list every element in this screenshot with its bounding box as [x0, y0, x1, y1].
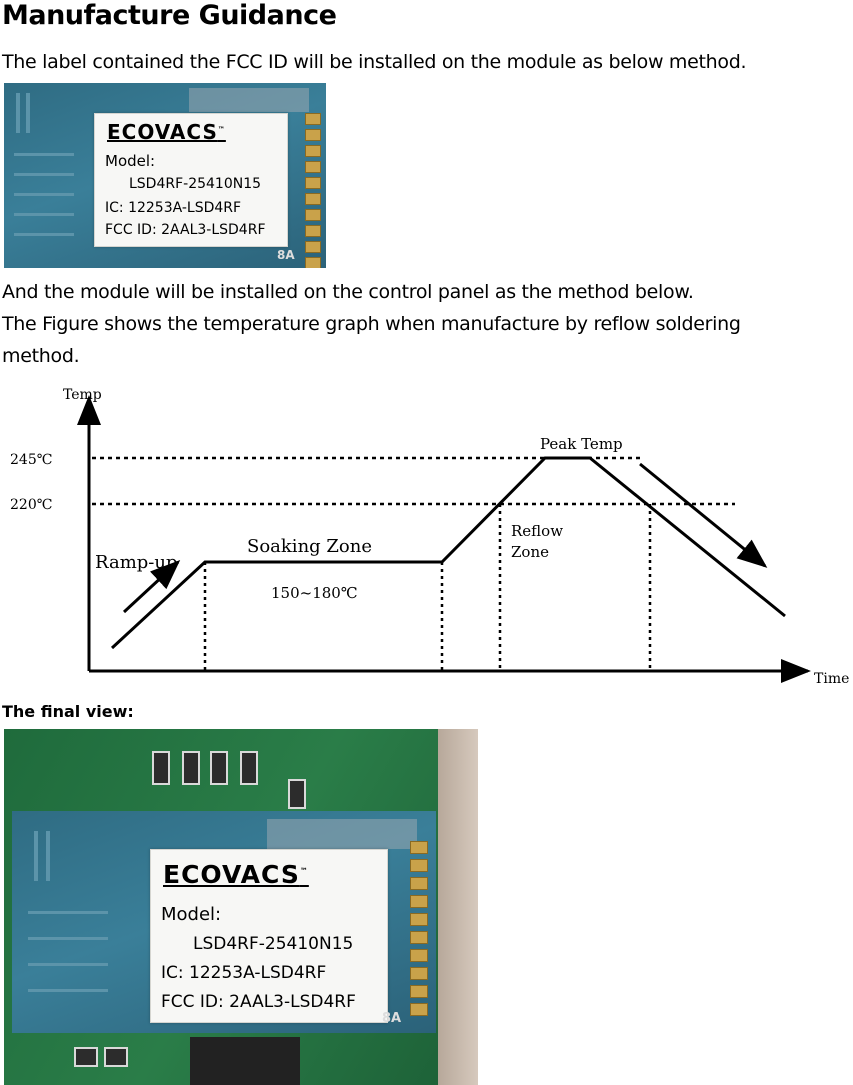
- x-axis-label: Time: [814, 671, 849, 687]
- arrow-down-right-icon: [639, 462, 768, 568]
- arrow-up-right-icon: [122, 559, 181, 614]
- tick-label-220: 220℃: [10, 497, 52, 513]
- zone-label: Zone: [511, 543, 549, 561]
- final-view-photo: ECOVACS™ Model: LSD4RF-25410N15 IC: 1225…: [4, 729, 478, 1085]
- reflow-label: Reflow: [511, 522, 563, 540]
- y-axis-label: Temp: [63, 387, 102, 403]
- final-model-number: LSD4RF-25410N15: [193, 934, 354, 954]
- soaking-zone-label: Soaking Zone: [247, 536, 372, 557]
- final-model-label: Model:: [161, 904, 222, 925]
- soak-range-label: 150~180℃: [271, 584, 358, 602]
- final-board-mark: 8A: [382, 1011, 402, 1026]
- ic-number: IC: 12253A-LSD4RF: [105, 200, 242, 216]
- ramp-up-label: Ramp-up: [95, 552, 178, 573]
- final-brand-logo: ECOVACS: [163, 860, 300, 889]
- fcc-label: ECOVACS™ Model: LSD4RF-25410N15 IC: 1225…: [94, 113, 288, 247]
- final-fcc-id: FCC ID: 2AAL3-LSD4RF: [161, 992, 356, 1012]
- panel-paragraph: And the module will be installed on the …: [2, 281, 694, 303]
- fcc-id: FCC ID: 2AAL3-LSD4RF: [105, 222, 266, 238]
- tick-label-245: 245℃: [10, 452, 52, 468]
- reflow-temperature-chart: Temp Time 245℃ 220℃ Ramp-up Soaking Zone…: [10, 387, 849, 687]
- final-ic-number: IC: 12253A-LSD4RF: [161, 963, 327, 983]
- intro-paragraph: The label contained the FCC ID will be i…: [2, 51, 747, 73]
- module-photo: ECOVACS™ Model: LSD4RF-25410N15 IC: 1225…: [4, 83, 326, 268]
- peak-temp-label: Peak Temp: [540, 435, 623, 453]
- model-label: Model:: [105, 152, 156, 170]
- final-fcc-label: ECOVACS™ Model: LSD4RF-25410N15 IC: 1225…: [150, 849, 388, 1023]
- brand-logo: ECOVACS: [107, 120, 218, 144]
- model-number: LSD4RF-25410N15: [129, 176, 262, 192]
- board-mark: 8A: [277, 248, 295, 262]
- page-title: Manufacture Guidance: [2, 0, 337, 31]
- final-view-heading: The final view:: [2, 702, 134, 721]
- figure-paragraph-line2: method.: [2, 345, 80, 367]
- figure-paragraph-line1: The Figure shows the temperature graph w…: [2, 313, 741, 335]
- temperature-profile-line: [110, 456, 786, 650]
